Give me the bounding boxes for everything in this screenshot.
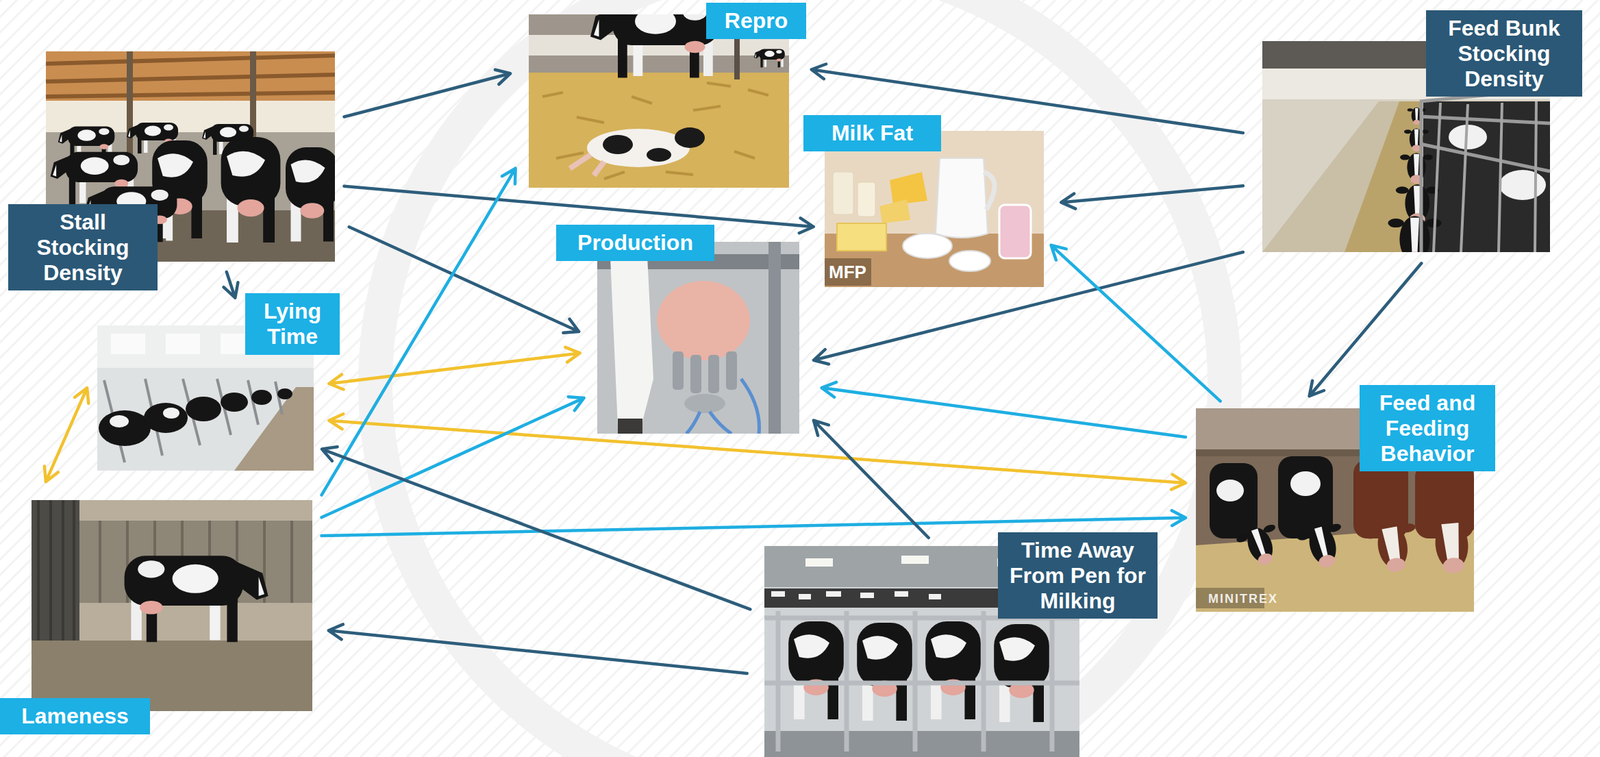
label-text: Production [567,230,704,256]
influence-arrow [321,168,516,496]
photo-node: Feed Bunk Stocking Density [1262,41,1550,253]
node-label: Time Away From Pen for Milking [997,532,1158,619]
influence-arrow [44,387,89,482]
label-text: Feed Bunk Stocking Density [1435,15,1573,92]
influence-arrow [1051,245,1221,402]
milk-fat-photo [824,130,1044,287]
influence-arrow [1309,263,1422,396]
background-ring [375,0,1225,757]
node-label: Milk Fat [803,115,942,152]
influence-arrow [328,413,1186,490]
node-label: Repro [706,2,807,40]
label-text: Milk Fat [814,120,931,146]
influence-arrow [321,446,750,609]
photo-node: Production [597,241,800,434]
node-label: Feed and Feeding Behavior [1359,384,1496,472]
influence-arrow [813,420,929,538]
influence-arrow [349,226,580,333]
influence-arrow [328,347,580,390]
node-label: Feed Bunk Stocking Density [1426,10,1583,97]
label-text: Repro [717,8,796,34]
label-text: Feed and Feeding Behavior [1369,390,1486,466]
influence-arrow [821,382,1186,437]
influence-arrow [1060,185,1244,209]
production-photo [597,241,800,434]
label-text: Lying Time [254,298,331,350]
node-label: Stall Stocking Density [8,204,158,291]
photo-node: Time Away From Pen for Milking [764,545,1080,757]
node-label: Lying Time [245,293,340,355]
photo-node: Lying Time [97,325,314,471]
photo-node: Lameness [31,500,313,711]
node-label: Lameness [0,697,150,735]
label-text: Time Away From Pen for Milking [1007,537,1148,614]
photo-node: Stall Stocking Density [45,51,335,262]
label-text: Stall Stocking Density [17,209,148,285]
lameness-photo [31,500,313,711]
influence-arrow [344,69,511,118]
node-label: Production [556,224,715,261]
influence-arrow [223,271,239,298]
photo-node: Feed and Feeding Behavior [1195,408,1474,612]
image-caption: MFP [828,261,867,283]
photo-node: Repro [528,14,790,188]
watermark: MINITREX [1208,591,1279,607]
influence-arrow [328,623,748,674]
label-text: Lameness [10,703,140,729]
influence-arrow [813,252,1244,365]
